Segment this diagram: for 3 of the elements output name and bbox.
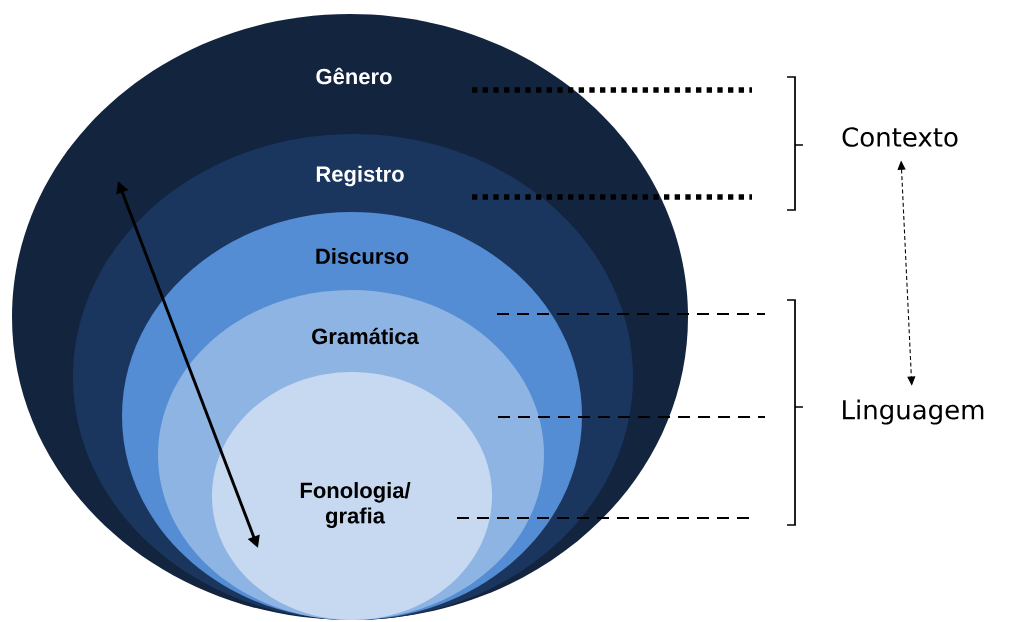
category-label: Contexto xyxy=(842,127,958,147)
ellipse-band: Fonologia/ grafia xyxy=(212,372,492,620)
category-label: Linguagem xyxy=(843,399,984,425)
